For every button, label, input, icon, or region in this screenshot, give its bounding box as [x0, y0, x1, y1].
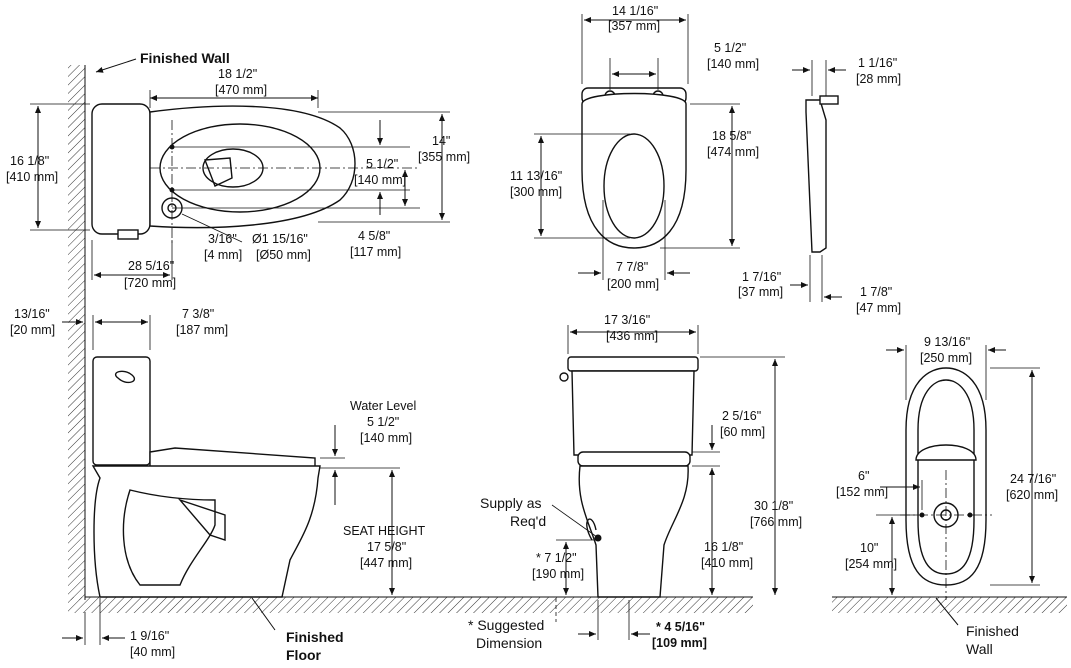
dim-tank-depth-in: 7 3/8": [182, 307, 214, 321]
dim-water-mm: [140 mm]: [360, 431, 412, 445]
dim-wall-gap-in: 13/16": [14, 307, 50, 321]
dim-outlet-offset-mm: [117 mm]: [350, 245, 401, 259]
dim-outlet-offset-in: 4 5/8": [358, 229, 390, 243]
dim-front-width-mm: [436 mm]: [606, 329, 658, 343]
dim-side-a-in: 1 7/16": [742, 270, 781, 284]
dim-rim-height-in: 16 1/8": [704, 540, 743, 554]
dim-base-width-in: 9 13/16": [924, 335, 970, 349]
dim-tank-height-mm: [410 mm]: [6, 170, 58, 184]
finished-wall-label: Finished Wall: [140, 50, 230, 66]
dim-seat-length-in: 18 5/8": [712, 129, 751, 143]
dim-rim-height-mm: [410 mm]: [701, 556, 753, 570]
seat-side-view: [805, 95, 839, 253]
dim-side-top-in: 1 1/16": [858, 56, 897, 70]
supply-point: [594, 534, 602, 542]
dim-base-length-in: 24 7/16": [1010, 472, 1056, 486]
dim-opening-mm: [300 mm]: [510, 185, 562, 199]
finished-floor-label-2: Floor: [286, 647, 322, 663]
dim-lid-in: 2 5/16": [722, 409, 761, 423]
dim-side-a-mm: [37 mm]: [738, 285, 783, 299]
dim-flange-w-mm: [152 mm]: [836, 485, 888, 499]
floor-hatch: [68, 597, 753, 613]
dim-total-height-in: 30 1/8": [754, 499, 793, 513]
floor-hatch-plan: [832, 597, 1067, 613]
dim-seat-base-mm: [200 mm]: [607, 277, 659, 291]
dim-hinge-in: 5 1/2": [714, 41, 746, 55]
supply-label-2: Req'd: [510, 513, 546, 529]
front-view: [559, 356, 699, 598]
dim-bolt-spacing-mm: [140 mm]: [354, 173, 406, 187]
dim-seat-height-mm: [447 mm]: [360, 556, 412, 570]
top-view: [91, 103, 420, 245]
seat-height-label: SEAT HEIGHT: [343, 524, 426, 538]
side-view: [91, 356, 321, 598]
dim-floor-gap-in: 1 9/16": [130, 629, 169, 643]
supply-label-1: Supply as: [480, 495, 541, 511]
seat-top-view: [581, 87, 687, 249]
dim-top-length-in: 18 1/2": [218, 67, 257, 81]
dim-seat-width-in: 14 1/16": [612, 4, 658, 18]
dim-bowl-width-in: 14": [432, 134, 450, 148]
dim-supply-offset-in: * 4 5/16": [656, 620, 705, 634]
dim-small-in: 3/16": [208, 232, 237, 246]
dim-supply-height-in: * 7 1/2": [536, 551, 577, 565]
dim-top-length-mm: [470 mm]: [215, 83, 267, 97]
dim-outlet-dia-in: Ø1 15/16": [252, 232, 308, 246]
dim-flange-d-in: 10": [860, 541, 878, 555]
dim-side-b-in: 1 7/8": [860, 285, 892, 299]
dim-wall-gap-mm: [20 mm]: [10, 323, 55, 337]
dim-outlet-dia-mm: [Ø50 mm]: [256, 248, 311, 262]
dim-hinge-mm: [140 mm]: [707, 57, 759, 71]
dim-tank-depth-mm: [187 mm]: [176, 323, 228, 337]
dim-flange-w-in: 6": [858, 469, 869, 483]
dim-seat-height-in: 17 5/8": [367, 540, 406, 554]
dim-opening-in: 11 13/16": [510, 169, 562, 183]
suggested-label-1: * Suggested: [468, 617, 544, 633]
finished-wall-br-label-2: Wall: [966, 641, 993, 657]
dim-front-width-in: 17 3/16": [604, 313, 650, 327]
dim-bowl-width-mm: [355 mm]: [418, 150, 470, 164]
dim-side-top-mm: [28 mm]: [856, 72, 901, 86]
wall-hatch: [68, 65, 85, 600]
finished-wall-br-label-1: Finished: [966, 623, 1019, 639]
dim-water-in: 5 1/2": [367, 415, 399, 429]
dim-seat-base-in: 7 7/8": [616, 260, 648, 274]
dim-flange-d-mm: [254 mm]: [845, 557, 897, 571]
dim-rough-in-mm: [720 mm]: [124, 276, 176, 290]
dim-lid-mm: [60 mm]: [720, 425, 765, 439]
dim-rough-in-in: 28 5/16": [128, 259, 174, 273]
dim-bolt-spacing-in: 5 1/2": [366, 157, 398, 171]
dim-supply-height-mm: [190 mm]: [532, 567, 584, 581]
dim-seat-width-mm: [357 mm]: [608, 19, 660, 33]
water-level-label: Water Level: [350, 399, 416, 413]
dim-floor-gap-mm: [40 mm]: [130, 645, 175, 659]
dim-supply-offset-mm: [109 mm]: [652, 636, 707, 650]
dim-base-length-mm: [620 mm]: [1006, 488, 1058, 502]
finished-floor-label-1: Finished: [286, 629, 344, 645]
dim-tank-height-in: 16 1/8": [10, 154, 49, 168]
dim-side-b-mm: [47 mm]: [856, 301, 901, 315]
dim-small-mm: [4 mm]: [204, 248, 242, 262]
suggested-label-2: Dimension: [476, 635, 542, 651]
dim-base-width-mm: [250 mm]: [920, 351, 972, 365]
floor-plan-view: [900, 367, 992, 600]
dim-seat-length-mm: [474 mm]: [707, 145, 759, 159]
dim-total-height-mm: [766 mm]: [750, 515, 802, 529]
